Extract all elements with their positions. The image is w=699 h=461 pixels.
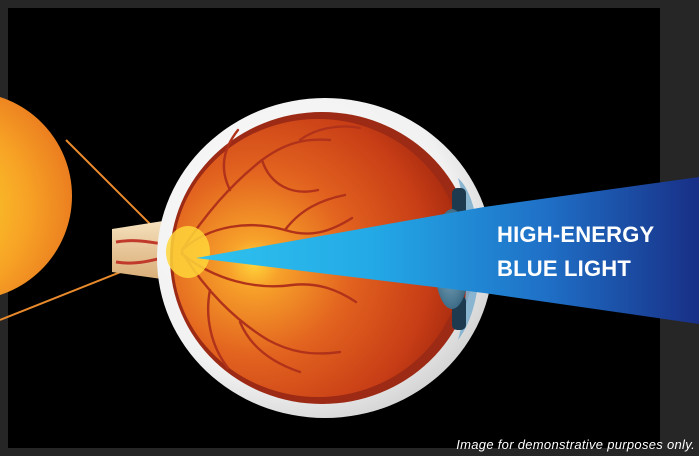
beam-label-line-2: BLUE LIGHT	[497, 252, 697, 286]
beam-label: HIGH-ENERGY BLUE LIGHT	[497, 218, 697, 286]
disclaimer-caption: Image for demonstrative purposes only.	[456, 437, 695, 452]
macula	[166, 226, 210, 278]
beam-label-line-1: HIGH-ENERGY	[497, 218, 697, 252]
